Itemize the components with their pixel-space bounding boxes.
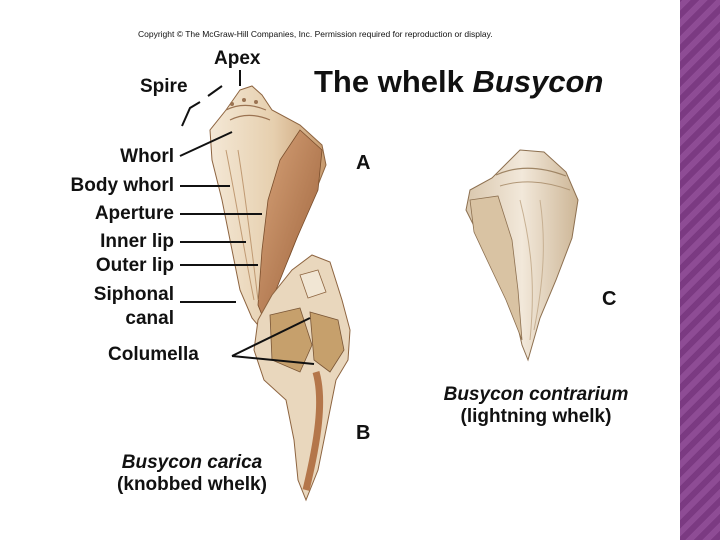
label-inner-lip: Inner lip bbox=[100, 231, 174, 252]
figure-letter-a: A bbox=[356, 152, 371, 174]
caption-carica-common: (knobbed whelk) bbox=[117, 474, 267, 495]
figure-letter-b: B bbox=[356, 422, 371, 444]
label-aperture: Aperture bbox=[94, 203, 174, 224]
shell-a bbox=[209, 85, 327, 332]
label-apex: Apex bbox=[214, 48, 261, 69]
caption-contrarium: Busycon contrarium (lightning whelk) bbox=[408, 384, 664, 428]
label-spire: Spire bbox=[140, 76, 188, 97]
label-outer-lip: Outer lip bbox=[95, 255, 174, 276]
label-canal: canal bbox=[125, 308, 174, 329]
label-columella: Columella bbox=[108, 344, 199, 365]
label-siphonal: Siphonal bbox=[93, 284, 174, 305]
caption-carica: Busycon carica (knobbed whelk) bbox=[86, 452, 298, 496]
slide bbox=[0, 0, 680, 540]
caption-carica-name: Busycon carica bbox=[121, 452, 263, 473]
figure-letter-c: C bbox=[602, 288, 617, 310]
caption-contrarium-name: Busycon contrarium bbox=[443, 384, 629, 405]
label-body-whorl: Body whorl bbox=[70, 175, 174, 196]
shell-b bbox=[253, 254, 351, 502]
label-whorl: Whorl bbox=[120, 146, 174, 167]
leader-lines bbox=[179, 70, 315, 365]
copyright-notice: Copyright © The McGraw-Hill Companies, I… bbox=[138, 29, 493, 39]
caption-contrarium-common: (lightning whelk) bbox=[460, 406, 612, 427]
title-plain: The whelk bbox=[314, 64, 473, 99]
shell-c bbox=[465, 149, 579, 362]
title-italic: Busycon bbox=[472, 64, 604, 99]
page-title: The whelk Busycon bbox=[314, 64, 603, 100]
